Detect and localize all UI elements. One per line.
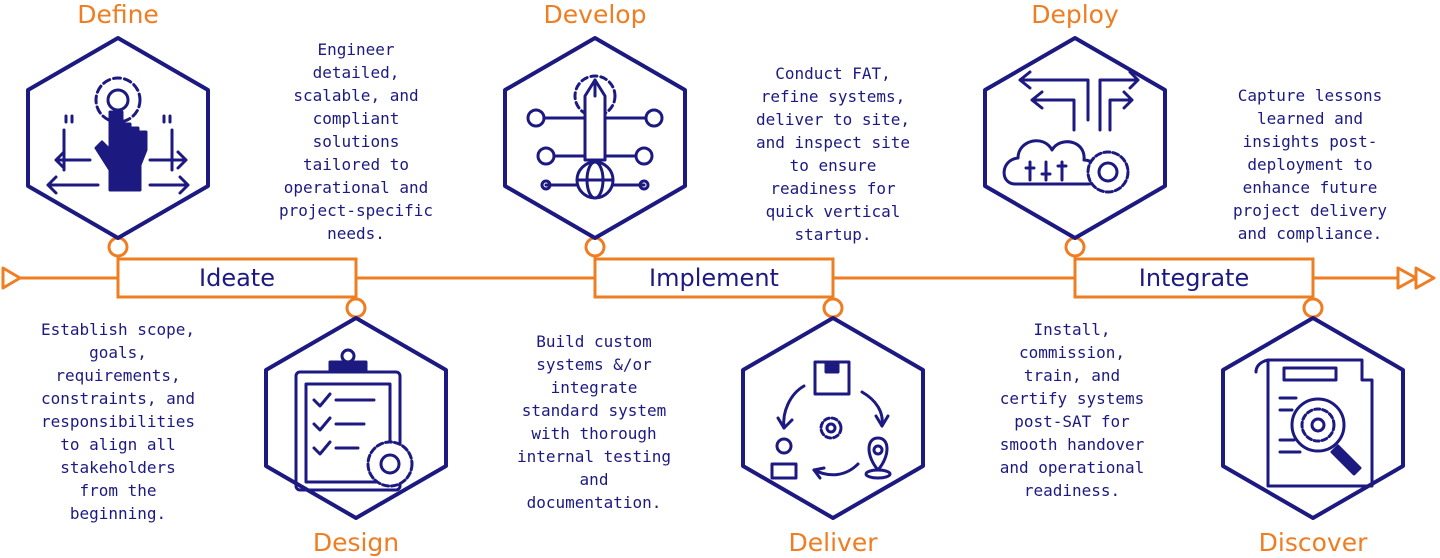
description-develop: Build custom systems &/or integrate stan…: [516, 332, 672, 512]
phase-label-implement: Implement: [649, 264, 779, 292]
cloud-settings-arrows-icon: [1002, 70, 1140, 194]
timeline: [1, 266, 1436, 290]
stage-title-deliver: Deliver: [788, 528, 878, 557]
timeline-end-arrow: [1414, 266, 1436, 290]
connector-node-develop: [584, 236, 606, 258]
connector-node-deploy: [1064, 236, 1086, 258]
timeline-end-arrow: [1396, 266, 1418, 290]
hand-tap-gear-arrows-icon: [46, 76, 190, 195]
connector-node-deliver: [822, 297, 844, 319]
document-magnifier-gear-icon: [1254, 358, 1374, 488]
stage-title-design: Design: [312, 528, 400, 557]
phase-box-integrate: [1073, 257, 1315, 299]
clipboard-checklist-gear-icon: [294, 348, 414, 492]
pencil-globe-network-icon: [526, 74, 664, 200]
stage-title-discover: Discover: [1258, 528, 1368, 557]
phase-box-ideate: [116, 257, 358, 299]
connector-node-define: [107, 236, 129, 258]
description-deliver: Conduct FAT, refine systems, deliver to …: [755, 64, 911, 244]
delivery-cycle-box-person-pin-icon: [770, 360, 892, 480]
phase-label-integrate: Integrate: [1138, 264, 1250, 292]
hexagon-deploy: [983, 36, 1167, 240]
stage-title-develop: Develop: [543, 0, 647, 29]
timeline-start-arrow: [1, 266, 22, 290]
description-design: Engineer detailed, scalable, and complia…: [278, 40, 434, 243]
connector-node-design: [345, 297, 367, 319]
stage-title-deploy: Deploy: [1031, 0, 1119, 29]
stage-title-define: Define: [77, 0, 159, 29]
description-deploy: Install, commission, train, and certify …: [999, 320, 1145, 500]
description-define: Establish scope, goals, requirements, co…: [40, 320, 196, 523]
phase-box-implement: [593, 257, 835, 299]
connector-node-discover: [1302, 297, 1324, 319]
phase-label-ideate: Ideate: [199, 264, 275, 292]
description-discover: Capture lessons learned and insights pos…: [1232, 86, 1388, 243]
